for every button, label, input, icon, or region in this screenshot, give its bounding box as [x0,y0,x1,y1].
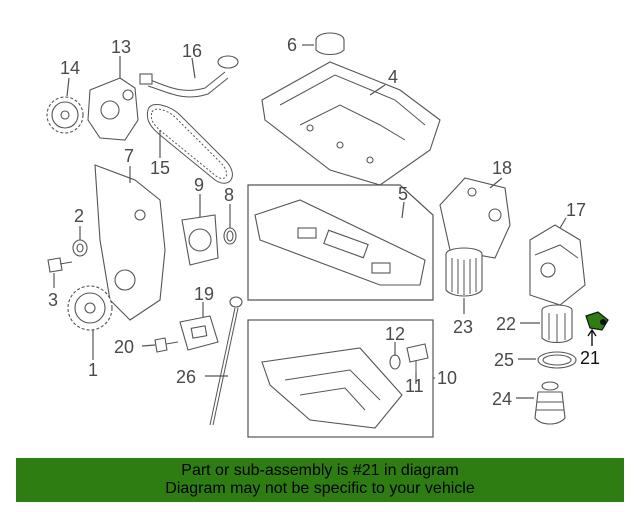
callout-labels: 14 13 16 6 4 15 7 9 8 2 3 1 19 20 26 5 1… [48,35,600,409]
part-8-o-ring [223,227,237,245]
callout-12: 12 [385,324,405,344]
leader-lines [53,44,597,399]
part-17-housing [529,224,586,306]
part-4-valve-cover [261,61,441,186]
part-20-bolt [154,337,179,353]
part-21-sensor [585,311,609,331]
part-25-o-ring [537,351,577,369]
callout-25: 25 [494,350,514,370]
callout-2: 2 [74,206,84,226]
part-22-filter-element [541,304,573,344]
part-9-seal [181,214,219,266]
part-24-filter-cap [534,381,566,425]
part-15-timing-belt [146,104,233,184]
callout-21: 21 [580,348,600,368]
info-banner: Part or sub-assembly is #21 in diagram D… [16,458,624,502]
part-7-front-cover [94,164,166,321]
callout-14: 14 [60,58,80,78]
callout-16: 16 [182,41,202,61]
part-13-oil-pump [87,77,139,141]
part-23-oil-filter [445,247,483,297]
callout-26: 26 [176,367,196,387]
part-3-bolt [47,257,73,273]
callout-18: 18 [492,158,512,178]
callout-20: 20 [114,337,134,357]
callout-1: 1 [88,360,98,380]
callout-19: 19 [194,284,214,304]
callout-7: 7 [124,146,134,166]
callout-8: 8 [224,185,234,205]
callout-11: 11 [405,376,424,396]
part-14-sprocket [46,96,84,134]
part-11-drain-plug [406,343,429,372]
banner-line-2: Diagram may not be specific to your vehi… [165,480,475,497]
callout-6: 6 [287,35,297,55]
part-26-dipstick [209,296,243,426]
callout-5: 5 [398,184,408,204]
callout-17: 17 [566,200,586,220]
callout-3: 3 [48,290,58,310]
callout-24: 24 [492,389,512,409]
callout-10: 10 [437,368,457,388]
callout-13: 13 [111,37,131,57]
part-6-oil-cap [315,32,345,56]
part-5-gasket-box [247,184,434,301]
banner-line-1: Part or sub-assembly is #21 in diagram [181,462,459,479]
part-16-dipstick-tube [139,55,239,98]
part-1-crank-pulley [67,285,113,331]
callout-4: 4 [388,67,398,87]
callout-9: 9 [194,175,204,195]
callout-22: 22 [496,314,516,334]
callout-23: 23 [453,317,473,337]
callout-15: 15 [150,158,170,178]
part-19-plate [179,315,219,351]
part-18-filter-housing [439,177,511,259]
part-12-fitting [389,354,401,370]
part-2-washer [72,239,88,257]
